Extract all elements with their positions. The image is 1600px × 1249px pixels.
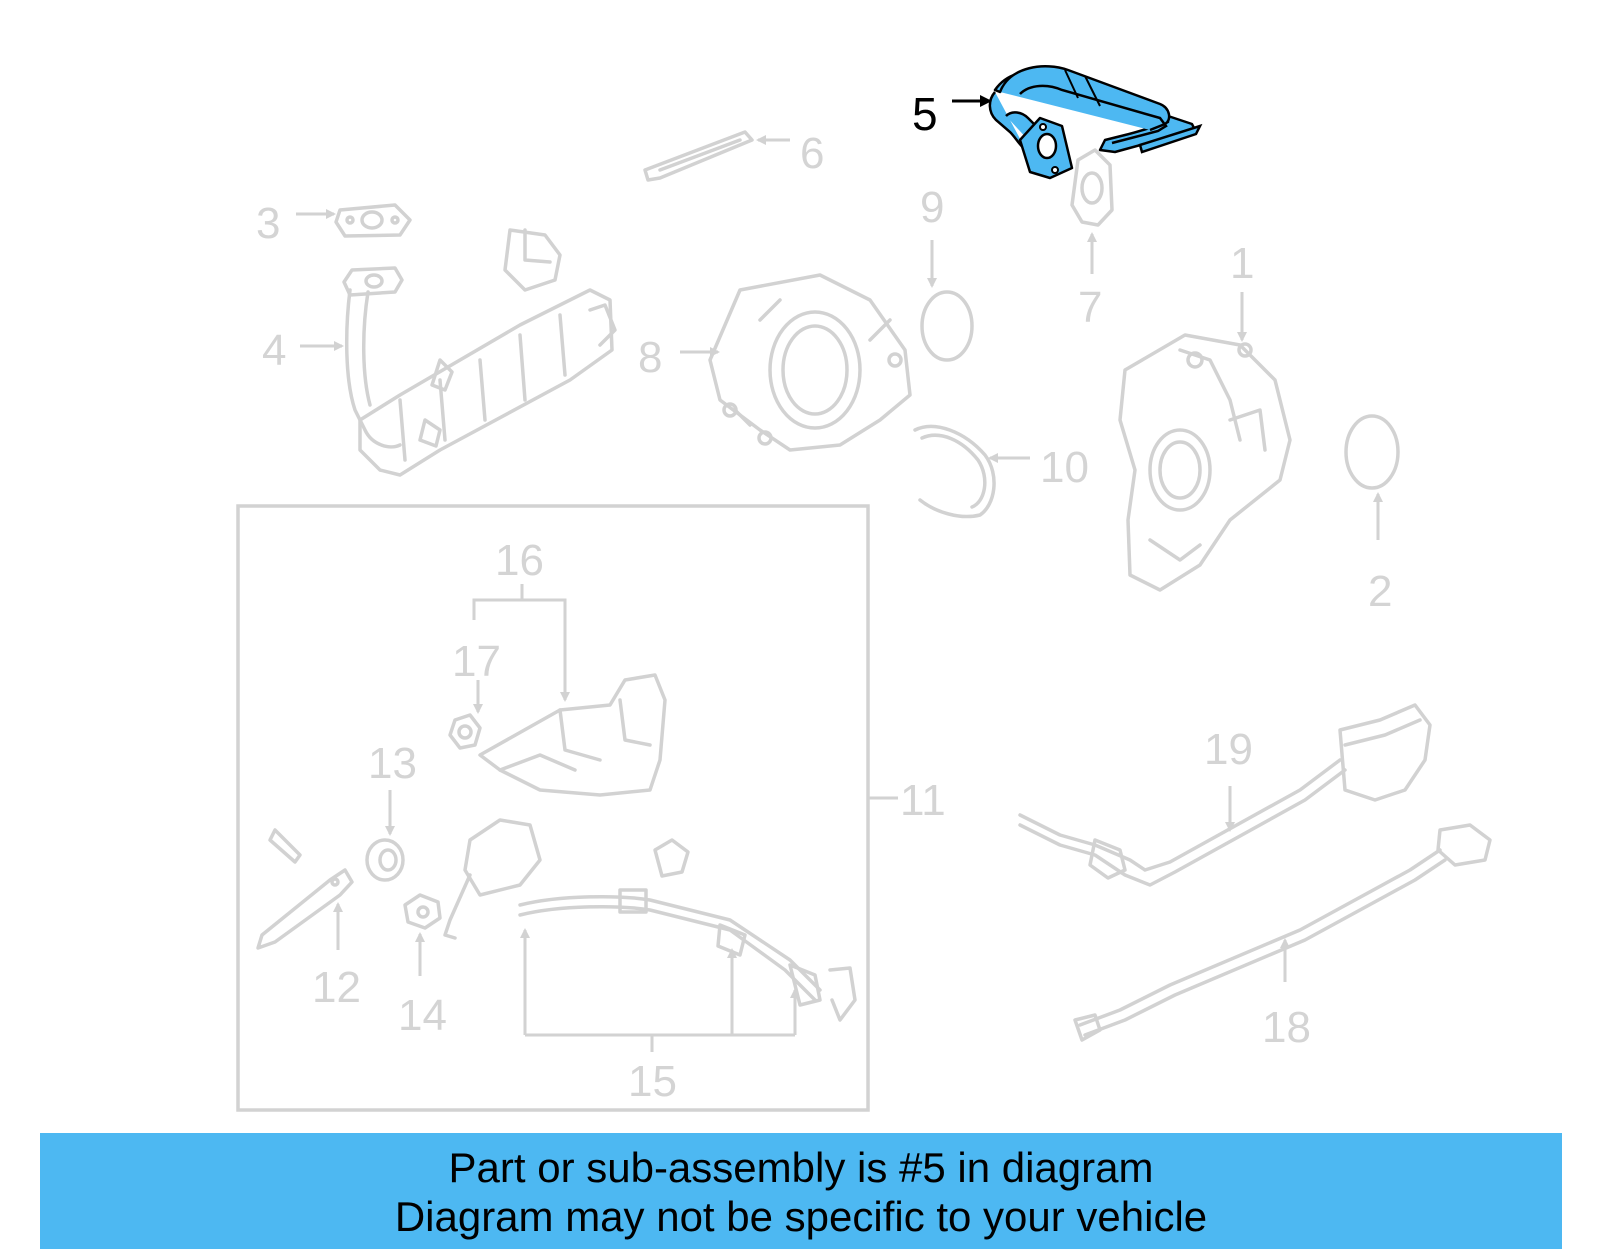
callout-2: 2 (1368, 492, 1392, 616)
part-9-o-ring (920, 290, 974, 362)
svg-text:4: 4 (262, 326, 286, 375)
part-10-gasket (913, 424, 996, 519)
callout-17: 17 (452, 637, 501, 714)
callout-15: 15 (520, 928, 800, 1106)
svg-text:10: 10 (1040, 443, 1089, 492)
svg-text:16: 16 (495, 536, 544, 585)
part-14-nut (403, 893, 442, 930)
part-3-gasket (334, 203, 412, 238)
banner-line-1: Part or sub-assembly is #5 in diagram (448, 1144, 1154, 1191)
part-6 (643, 130, 754, 182)
part-12-bracket (256, 828, 354, 950)
svg-text:8: 8 (638, 333, 662, 382)
svg-text:2: 2 (1368, 567, 1392, 616)
callout-8: 8 (638, 333, 720, 382)
svg-text:17: 17 (452, 637, 501, 686)
svg-text:11: 11 (900, 776, 946, 825)
part-19-sensor (1018, 703, 1432, 887)
svg-text:14: 14 (398, 991, 447, 1040)
part-15-sensor-harness (443, 818, 857, 1022)
banner-line-2: Diagram may not be specific to your vehi… (394, 1193, 1208, 1240)
svg-text:12: 12 (312, 963, 361, 1012)
part-7-gasket (1070, 148, 1114, 227)
svg-text:3: 3 (256, 199, 280, 248)
part-16-bracket (478, 673, 667, 797)
callout-19: 19 (1204, 725, 1253, 832)
part-13-grommet (365, 838, 405, 882)
svg-text:7: 7 (1078, 283, 1102, 332)
info-banner: Part or sub-assembly is #5 in diagram Di… (40, 1133, 1562, 1249)
callout-18: 18 (1262, 938, 1311, 1052)
callout-5: 5 (912, 88, 992, 140)
svg-text:9: 9 (920, 183, 944, 232)
callout-13: 13 (368, 739, 417, 836)
svg-text:1: 1 (1230, 239, 1254, 288)
callout-9: 9 (920, 183, 944, 288)
svg-text:5: 5 (912, 88, 938, 140)
callout-1: 1 (1230, 239, 1254, 342)
part-2-o-ring (1344, 414, 1400, 490)
svg-text:6: 6 (800, 129, 824, 178)
svg-text:18: 18 (1262, 1003, 1311, 1052)
callout-14: 14 (398, 932, 447, 1040)
callout-7: 7 (1078, 232, 1102, 332)
part-17-clip (448, 713, 482, 750)
part-4-egr-cooler (342, 228, 617, 477)
subassembly-box-11 (236, 504, 870, 1112)
part-18-sensor (1073, 823, 1492, 1042)
part-1-egr-valve (1118, 333, 1292, 592)
svg-text:19: 19 (1204, 725, 1253, 774)
svg-text:15: 15 (628, 1057, 677, 1106)
callout-16: 16 (472, 536, 565, 700)
callout-3: 3 (256, 199, 336, 248)
callout-10: 10 (988, 443, 1089, 492)
callout-6: 6 (756, 129, 824, 178)
callout-12: 12 (312, 902, 361, 1012)
part-8-throttle-body (708, 273, 912, 452)
callout-4: 4 (262, 326, 344, 375)
callout-11: 11 (868, 776, 946, 825)
svg-text:13: 13 (368, 739, 417, 788)
part-5-egr-pipe[interactable] (988, 65, 1203, 180)
